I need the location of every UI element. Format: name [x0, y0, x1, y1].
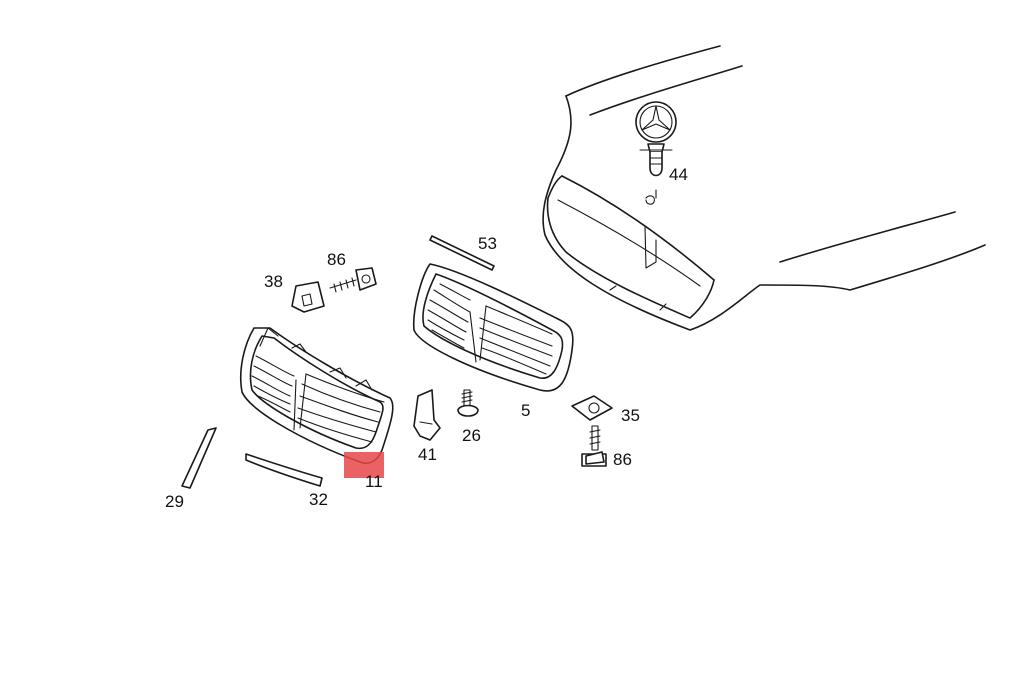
label-29[interactable]: 29 [165, 492, 184, 511]
star-emblem [635, 101, 677, 205]
label-11[interactable]: 11 [365, 472, 383, 491]
label-41[interactable]: 41 [418, 445, 437, 464]
clip-41 [413, 389, 441, 441]
label-5[interactable]: 5 [521, 401, 531, 420]
label-26[interactable]: 26 [462, 426, 481, 445]
label-38[interactable]: 38 [264, 272, 283, 291]
strip-29 [181, 427, 217, 489]
label-86-right[interactable]: 86 [613, 450, 632, 469]
bracket-38 [291, 281, 325, 313]
label-53[interactable]: 53 [478, 234, 497, 253]
screw-86-right [581, 425, 607, 467]
screw-86-top [329, 267, 377, 293]
label-35[interactable]: 35 [621, 406, 640, 425]
hood-outline [542, 45, 986, 331]
highlight-marker-11 [344, 452, 384, 478]
grille-frame-5 [412, 263, 574, 392]
label-32[interactable]: 32 [309, 490, 328, 509]
grille-insert-11 [239, 327, 394, 465]
label-86-top[interactable]: 86 [327, 250, 346, 269]
label-44[interactable]: 44 [669, 165, 688, 184]
clip-nut-35 [571, 395, 613, 421]
screw-26 [457, 389, 479, 417]
trim-strip-53 [429, 235, 495, 271]
strip-32 [245, 453, 323, 487]
